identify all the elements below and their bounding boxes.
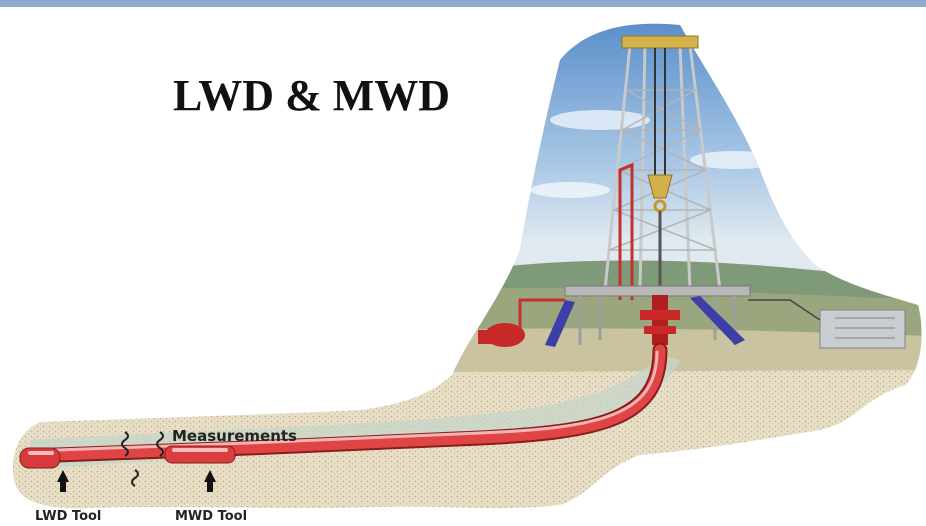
signal-icons: [121, 431, 164, 487]
signal-wave-icon: [131, 469, 139, 487]
signal-wave-icon: [156, 431, 164, 457]
stairs-left: [545, 300, 575, 347]
pointer-arrows: [57, 470, 216, 492]
header-bar: [0, 0, 926, 7]
control-unit: [819, 309, 906, 349]
mwd-tool-label: MWD Tool: [175, 509, 247, 524]
traveling-block: [647, 174, 673, 199]
crown-block: [621, 35, 699, 49]
measurements-label: Measurements: [172, 427, 297, 445]
lwd-tool-label: LWD Tool: [35, 509, 101, 524]
page-title: LWD & MWD: [173, 71, 451, 120]
drill-string: [19, 342, 668, 469]
stairs-right: [690, 296, 745, 345]
lwd-arrow-icon: [57, 470, 69, 492]
standpipe: [618, 162, 634, 300]
rig-floor: [564, 285, 751, 297]
signal-wave-icon: [121, 431, 129, 457]
mwd-arrow-icon: [204, 470, 216, 492]
drilling-rig: [478, 35, 906, 349]
